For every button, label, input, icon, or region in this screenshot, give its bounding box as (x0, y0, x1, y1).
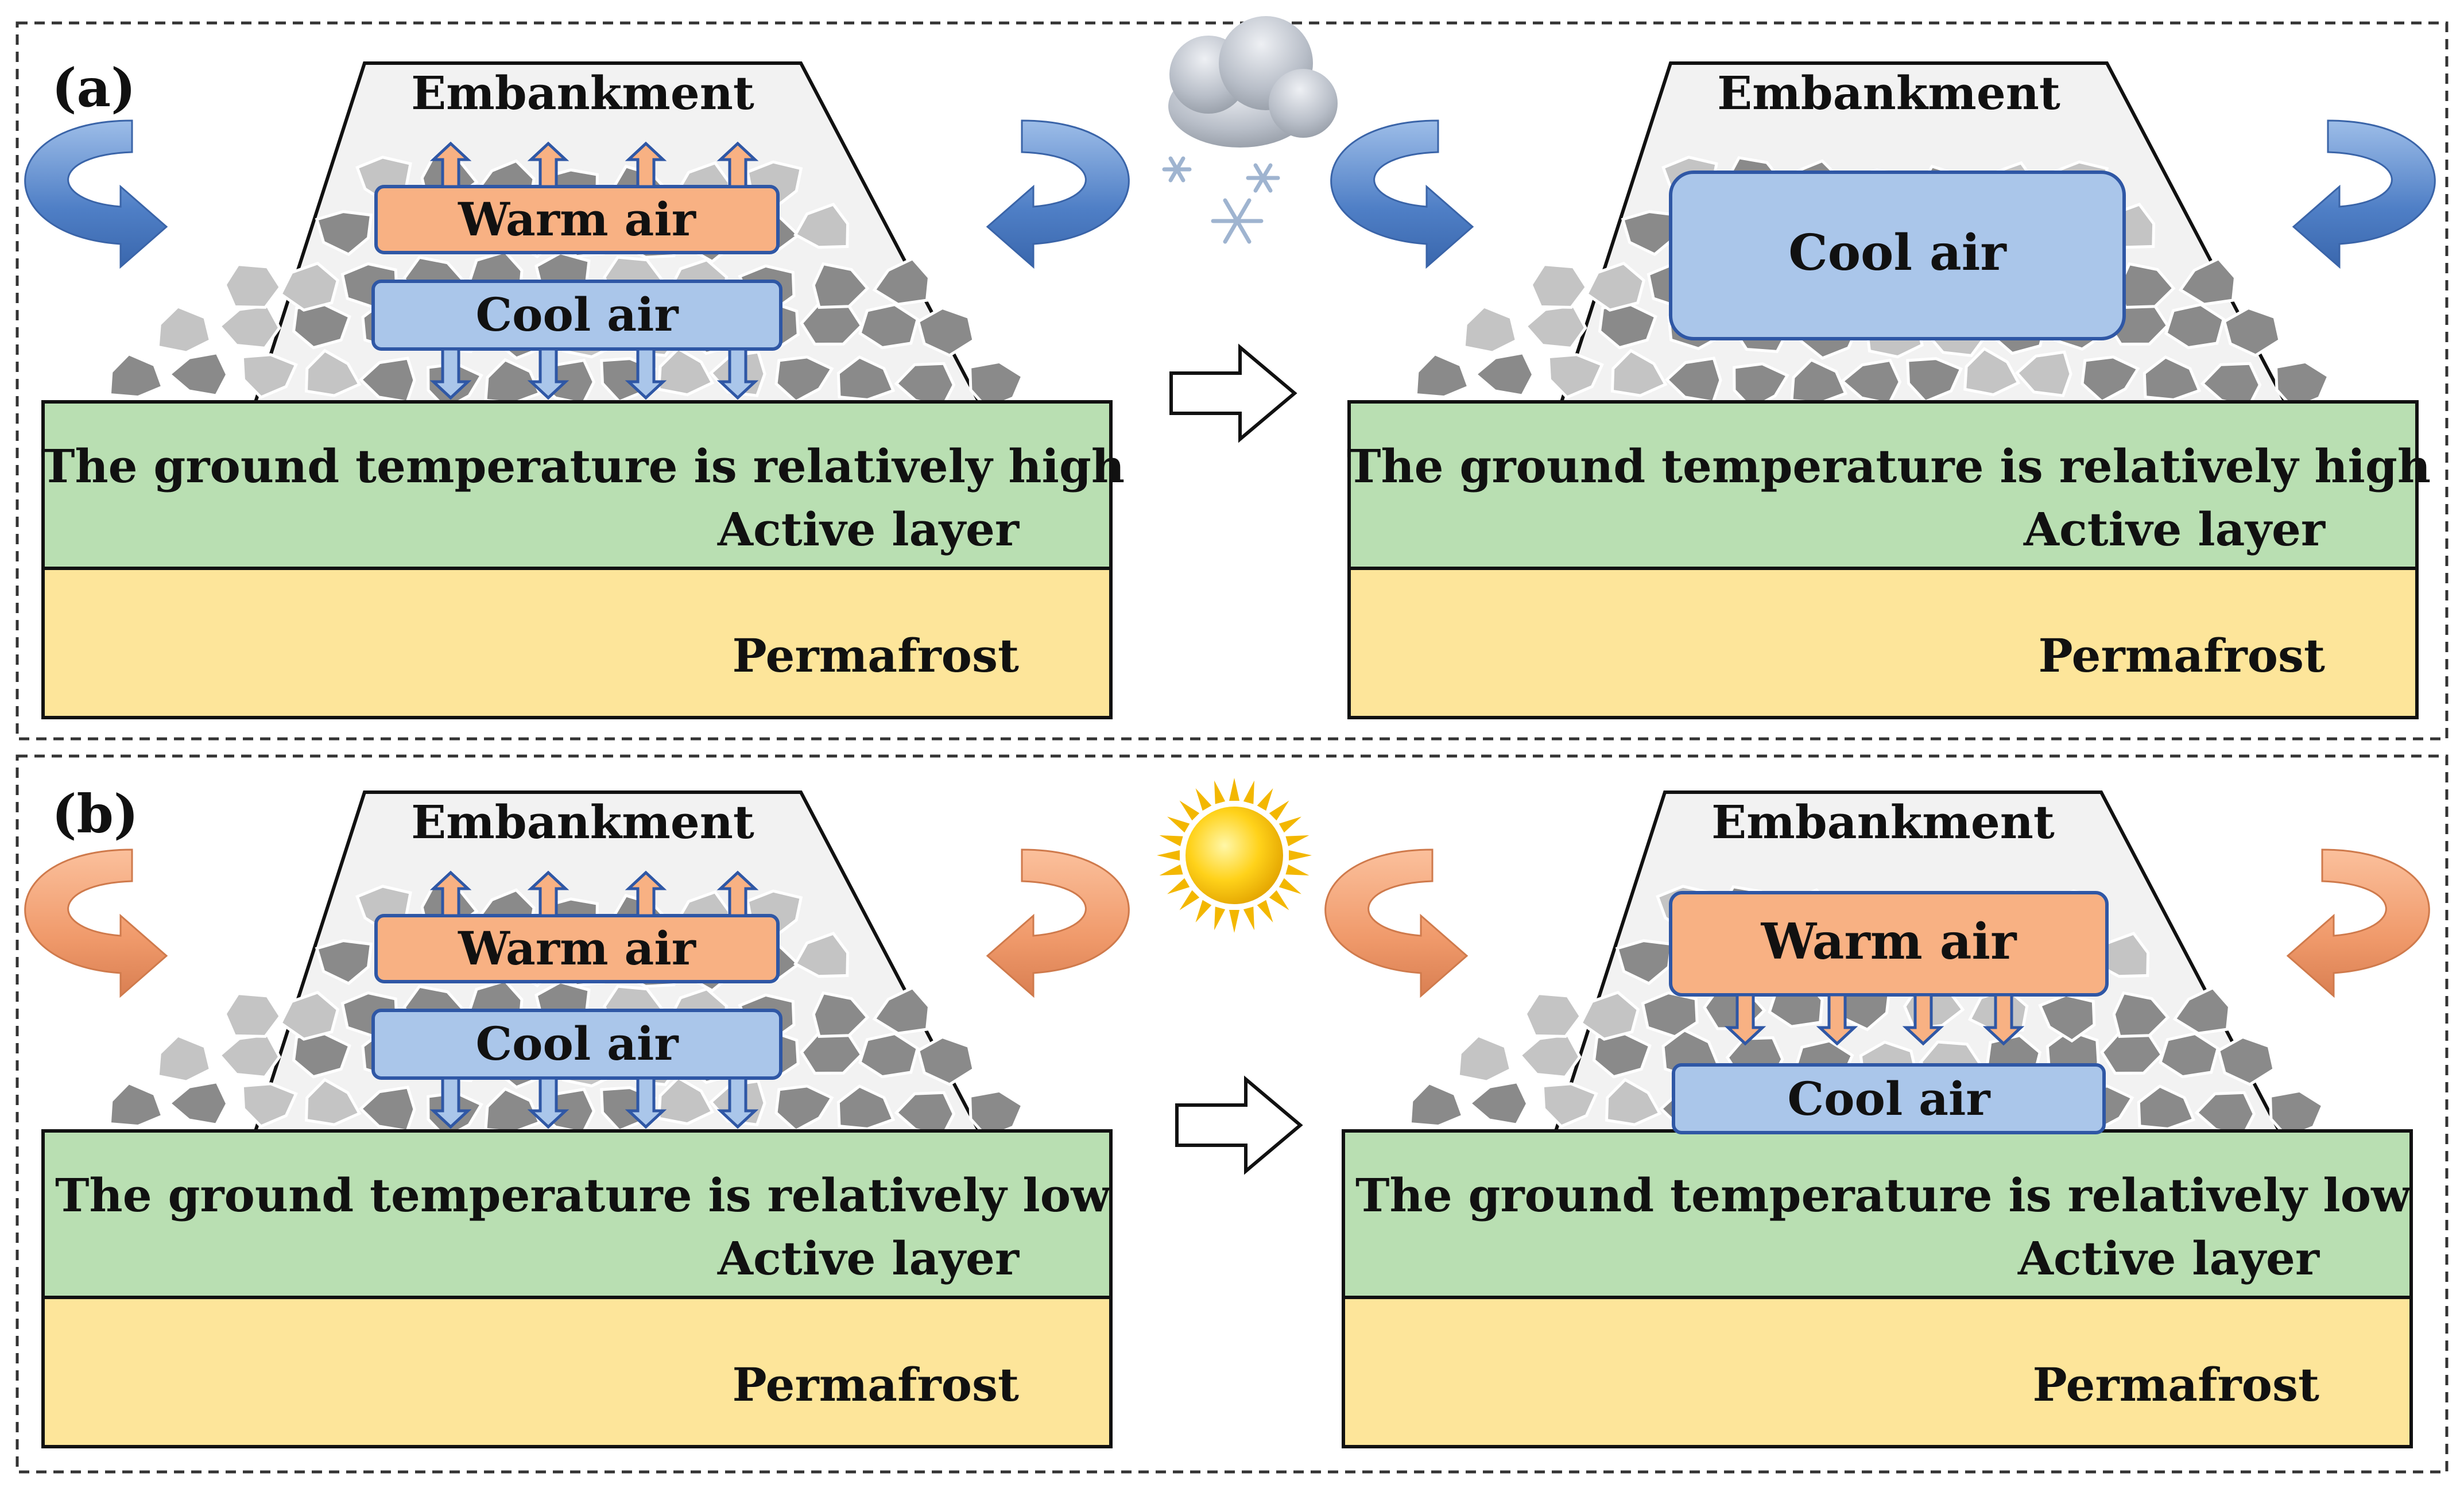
panel-a-after-permafrost-label: Permafrost (2039, 629, 2326, 683)
air-circulation-icon (986, 119, 1130, 269)
down-arrow-icon (625, 1076, 667, 1129)
panel-a-after-active-layer-label: Active layer (2023, 502, 2326, 556)
up-arrow-icon (716, 870, 759, 917)
down-arrow-icon (716, 347, 759, 400)
panel-a-before-warm-air-box (374, 185, 780, 254)
panel-b-before-ground-temperature-label: The ground temperature is relatively low (55, 1168, 1111, 1222)
air-circulation-icon (24, 848, 168, 998)
air-circulation-icon (1324, 848, 1469, 998)
panel-a-after-cool-air-label: Cool air (1788, 224, 2007, 282)
panel-b-after-warm-air-label: Warm air (1761, 913, 2017, 971)
down-arrow-icon (1982, 993, 2025, 1046)
panel-b-frame (16, 754, 2448, 1474)
panel-b-after-cool-air-label: Cool air (1787, 1072, 1990, 1126)
up-arrow-icon (625, 141, 667, 188)
panel-b-before-embankment-label: Embankment (411, 795, 754, 849)
panel-a-frame (16, 21, 2448, 741)
up-arrow-icon (429, 141, 472, 188)
up-arrow-icon (527, 141, 569, 188)
up-arrow-icon (527, 870, 569, 917)
panel-b-after-warm-air-box (1669, 891, 2109, 997)
panel-a-after-active-layer (1347, 400, 2419, 570)
air-circulation-icon (2286, 848, 2430, 998)
panel-b-tag: (b) (52, 783, 138, 845)
panel-b-after-embankment-label: Embankment (1711, 795, 2055, 849)
down-arrow-icon (1724, 993, 1766, 1046)
panel-b-before-cool-air-box (371, 1009, 782, 1080)
panel-a-before-cool-air-label: Cool air (475, 288, 679, 342)
panel-a-before-warm-air-label: Warm air (458, 192, 696, 246)
panel-a-before-active-layer-label: Active layer (717, 502, 1020, 556)
panel-b-before-permafrost-label: Permafrost (733, 1358, 1020, 1412)
air-circulation-icon (2292, 119, 2436, 269)
down-arrow-icon (716, 1076, 759, 1129)
panel-a-before-embankment-label: Embankment (411, 66, 754, 120)
panel-a-before-cool-air-box (371, 280, 782, 351)
panel-b-before-permafrost-layer (41, 1296, 1113, 1448)
panel-a-before-ground-temperature-label: The ground temperature is relatively hig… (41, 439, 1125, 493)
sun-icon (1157, 778, 1312, 933)
transition-arrow-b (1175, 1075, 1303, 1175)
panel-b-after-active-layer (1342, 1129, 2413, 1299)
panel-a-after-embankment-label: Embankment (1717, 66, 2060, 120)
panel-b-before-active-layer (41, 1129, 1113, 1299)
air-circulation-icon (24, 119, 168, 269)
down-arrow-icon (1816, 993, 1858, 1046)
air-circulation-icon (1330, 119, 1474, 269)
panel-a-after-cool-air-box (1669, 170, 2126, 340)
panel-a-after-permafrost-layer (1347, 567, 2419, 719)
down-arrow-icon (429, 1076, 472, 1129)
up-arrow-icon (429, 870, 472, 917)
panel-b-after-permafrost-layer (1342, 1296, 2413, 1448)
down-arrow-icon (625, 347, 667, 400)
down-arrow-icon (527, 347, 569, 400)
panel-b-after-active-layer-label: Active layer (2017, 1231, 2320, 1285)
down-arrow-icon (527, 1076, 569, 1129)
air-circulation-icon (986, 848, 1130, 998)
down-arrow-icon (429, 347, 472, 400)
panel-b-after-cool-air-box (1672, 1063, 2106, 1134)
panel-a-tag: (a) (52, 57, 136, 119)
panel-a-before-active-layer (41, 400, 1113, 570)
panel-b-before-cool-air-label: Cool air (475, 1017, 679, 1071)
down-arrow-icon (1902, 993, 1944, 1046)
up-arrow-icon (625, 870, 667, 917)
cloud-snow-icon (1162, 16, 1338, 244)
transition-arrow-a (1169, 343, 1297, 443)
panel-b-after-permafrost-label: Permafrost (2033, 1358, 2320, 1412)
panel-a-after-ground-temperature-label: The ground temperature is relatively hig… (1347, 439, 2431, 493)
panel-b-before-warm-air-label: Warm air (458, 921, 696, 975)
up-arrow-icon (716, 141, 759, 188)
panel-a-before-permafrost-label: Permafrost (733, 629, 1020, 683)
panel-b-before-active-layer-label: Active layer (717, 1231, 1020, 1285)
panel-b-before-warm-air-box (374, 914, 780, 983)
panel-a-before-permafrost-layer (41, 567, 1113, 719)
panel-b-after-ground-temperature-label: The ground temperature is relatively low (1355, 1168, 2412, 1222)
